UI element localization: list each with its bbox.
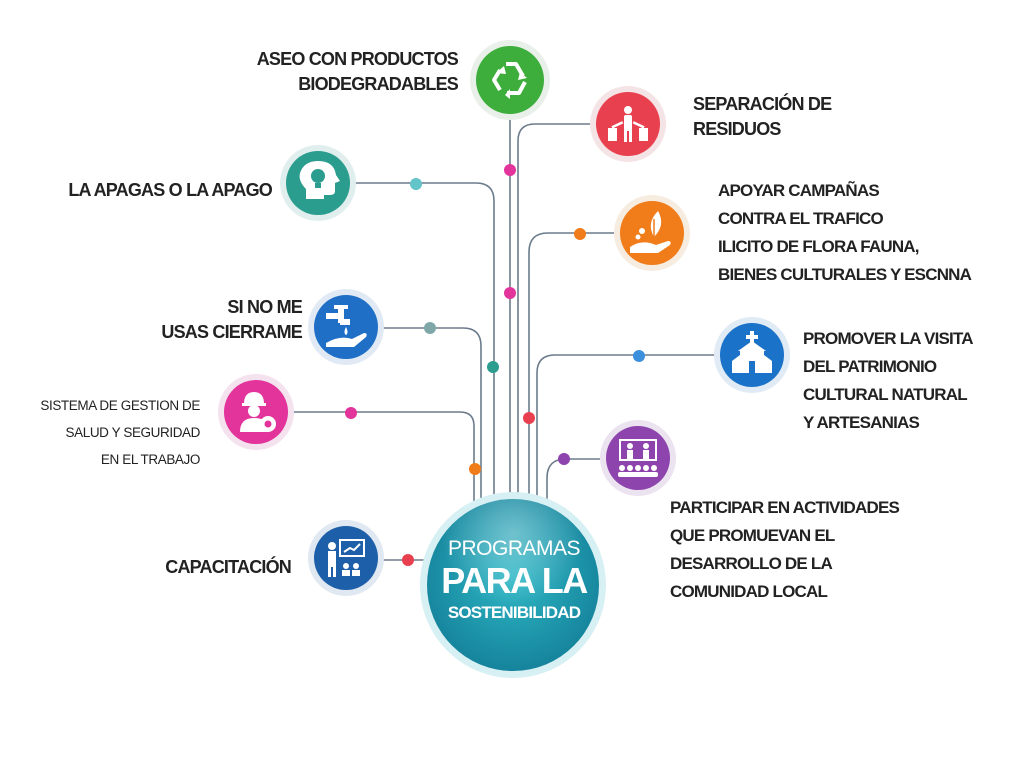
icon-cierrame xyxy=(308,289,384,365)
dot-cierrame xyxy=(424,322,436,334)
center-title-line2: PARA LA xyxy=(441,560,588,601)
dot-sgsst-lower xyxy=(469,463,481,475)
icon-capacitacion xyxy=(308,520,384,596)
dot-comunidad xyxy=(558,453,570,465)
dot-sgsst xyxy=(345,407,357,419)
icon-sgsst xyxy=(218,374,294,450)
dot-apagas xyxy=(410,178,422,190)
label-cierrame: SI NO ME USAS CIERRAME xyxy=(161,297,302,342)
label-capacitacion: CAPACITACIÓN xyxy=(165,557,292,577)
icon-separacion xyxy=(590,86,666,162)
connector-lines xyxy=(294,118,716,561)
dot-campanas xyxy=(574,228,586,240)
dot-patrimonio xyxy=(633,350,645,362)
dot-center-right xyxy=(523,412,535,424)
connector-campanas xyxy=(528,232,622,500)
connector-dots xyxy=(345,164,645,566)
icon-campanas xyxy=(614,195,690,271)
connector-cierrame xyxy=(382,327,482,505)
connector-separacion xyxy=(517,123,597,500)
connector-patrimonio xyxy=(536,354,716,505)
icon-apagas xyxy=(280,145,356,221)
connector-apagas xyxy=(346,182,495,500)
icon-patrimonio xyxy=(714,317,790,393)
label-aseo: ASEO CON PRODUCTOS BIODEGRADABLES xyxy=(256,49,459,94)
center-title: PROGRAMAS PARA LA SOSTENIBILIDAD xyxy=(428,537,600,625)
center-title-line1: PROGRAMAS xyxy=(447,537,581,560)
center-circle xyxy=(420,492,606,678)
dot-separacion xyxy=(504,164,516,176)
dot-capacitacion xyxy=(402,554,414,566)
label-separacion: SEPARACIÓN DE RESIDUOS xyxy=(693,94,832,139)
dot-aseo xyxy=(504,287,516,299)
label-apagas: LA APAGAS O LA APAGO xyxy=(68,180,272,200)
label-sgsst: SISTEMA DE GESTION DE SALUD Y SEGURIDAD … xyxy=(40,398,200,467)
center-title-line3: SOSTENIBILIDAD xyxy=(447,603,581,622)
label-comunidad: PARTICIPAR EN ACTIVIDADES QUE PROMUEVAN … xyxy=(670,498,900,601)
label-campanas: APOYAR CAMPAÑAS CONTRA EL TRAFICO ILICIT… xyxy=(718,181,972,284)
icon-comunidad xyxy=(600,420,676,496)
connector-sgsst xyxy=(294,411,475,510)
dot-center-left xyxy=(487,361,499,373)
icon-aseo xyxy=(470,40,550,120)
label-patrimonio: PROMOVER LA VISITA DEL PATRIMONIO CULTUR… xyxy=(803,329,974,432)
